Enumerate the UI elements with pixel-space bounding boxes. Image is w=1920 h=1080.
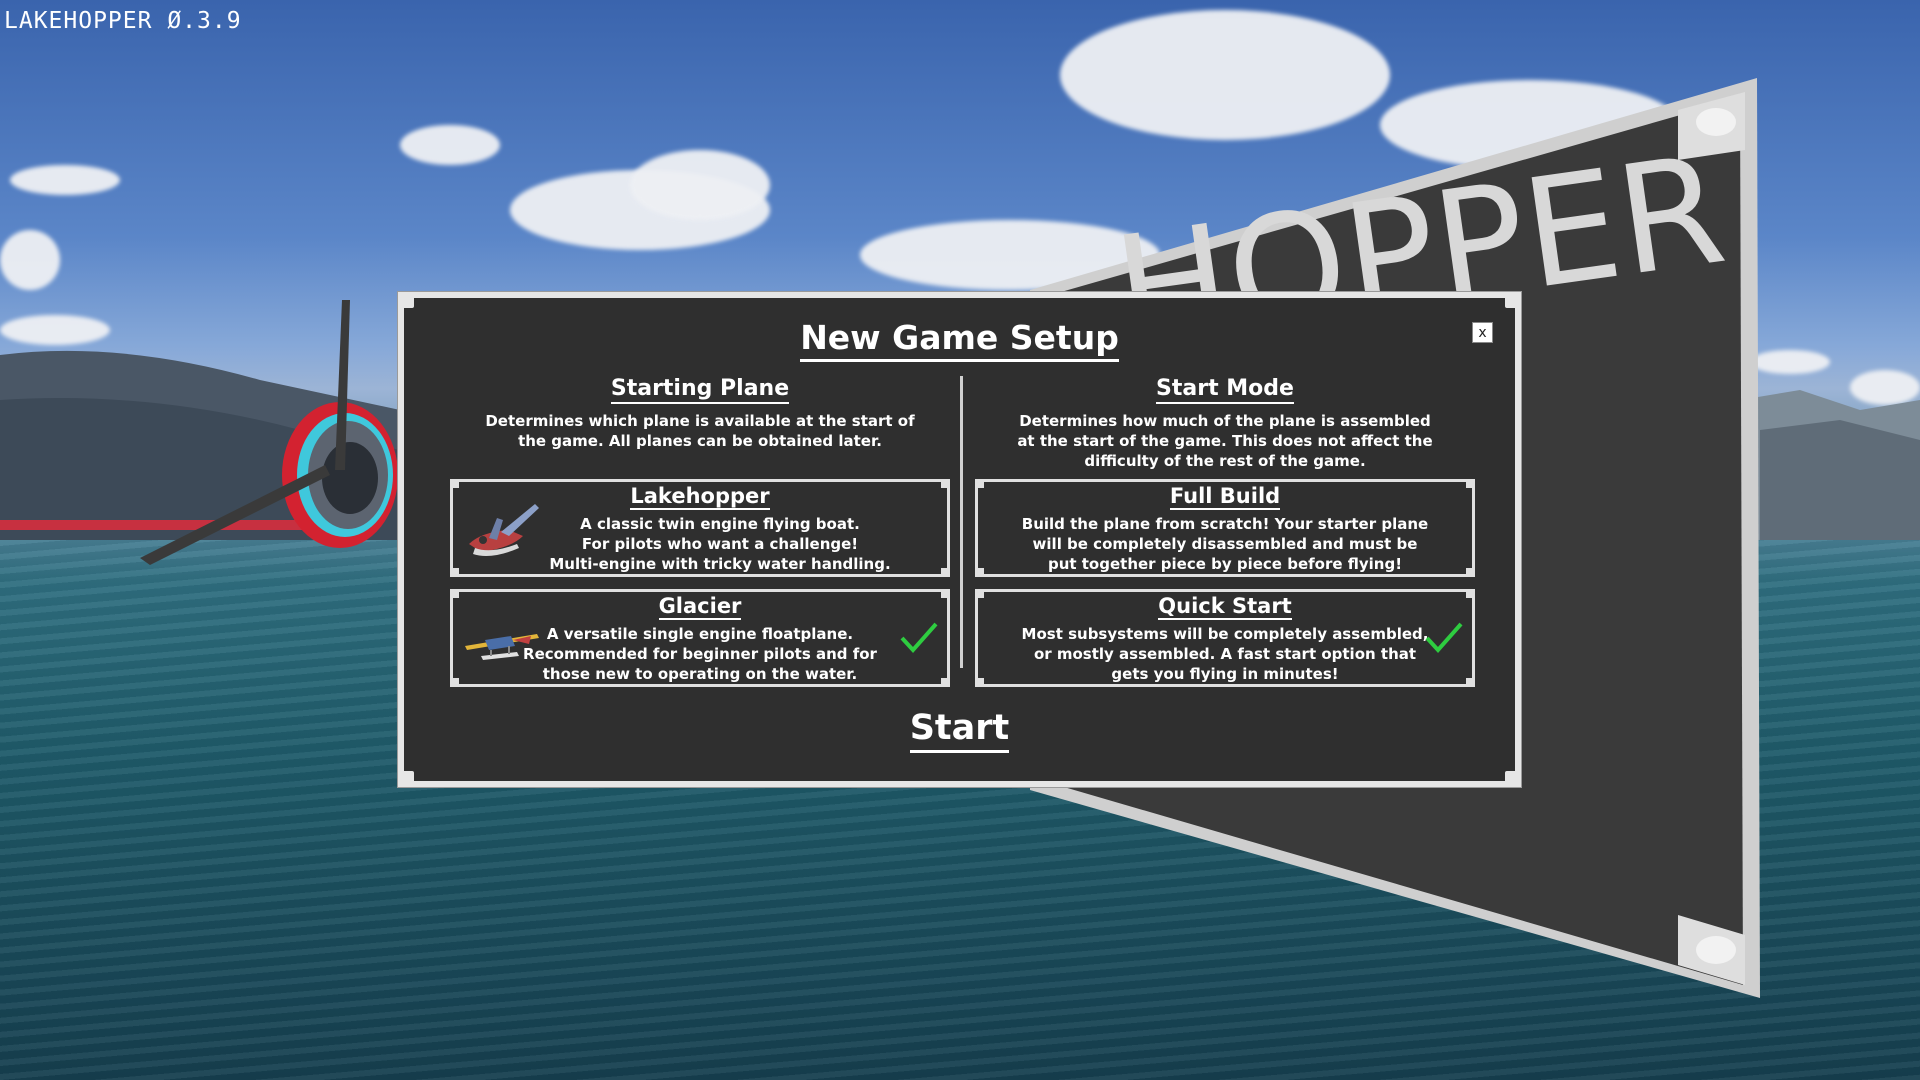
option-corner xyxy=(450,589,459,598)
starting-plane-title-text: Starting Plane xyxy=(610,376,790,404)
option-description: Most subsystems will be completely assem… xyxy=(1021,625,1429,683)
option-corner xyxy=(1466,589,1475,598)
option-corner xyxy=(1466,678,1475,687)
cloud xyxy=(400,125,500,165)
option-description: A versatile single engine floatplane. Re… xyxy=(523,625,877,683)
option-corner xyxy=(450,479,459,488)
option-corner xyxy=(941,589,950,598)
propeller xyxy=(140,300,398,565)
option-name-text: Full Build xyxy=(1169,484,1281,510)
option-corner xyxy=(450,678,459,687)
option-corner xyxy=(975,678,984,687)
cloud xyxy=(1060,10,1390,140)
option-name: Quick Start xyxy=(978,594,1472,620)
close-button[interactable]: x xyxy=(1472,322,1493,343)
starting-plane-section: Starting Plane Determines which plane is… xyxy=(450,376,950,451)
start-button[interactable]: Start xyxy=(404,708,1515,753)
version-label: LAKEHOPPER Ø.3.9 xyxy=(4,8,242,34)
option-name: Glacier xyxy=(453,594,947,620)
start-mode-description: Determines how much of the plane is asse… xyxy=(1017,412,1433,470)
option-corner xyxy=(975,479,984,488)
starting-plane-title: Starting Plane xyxy=(450,376,950,404)
option-corner xyxy=(941,479,950,488)
option-description: Build the plane from scratch! Your start… xyxy=(1021,515,1429,573)
dialog-title-text: New Game Setup xyxy=(800,318,1119,362)
option-quick-start[interactable]: Quick Start Most subsystems will be comp… xyxy=(975,589,1475,687)
dialog-corner xyxy=(1505,771,1519,785)
option-corner xyxy=(1466,568,1475,577)
cloud xyxy=(1750,350,1830,374)
check-icon xyxy=(900,622,938,653)
dialog-title: New Game Setup xyxy=(404,318,1515,362)
option-glacier[interactable]: Glacier A versatile single engine floatp… xyxy=(450,589,950,687)
start-button-label: Start xyxy=(909,708,1010,753)
start-mode-title-text: Start Mode xyxy=(1156,376,1294,404)
option-name-text: Glacier xyxy=(658,594,742,620)
cloud xyxy=(0,315,110,345)
option-name-text: Lakehopper xyxy=(630,484,770,510)
cloud xyxy=(630,150,770,220)
dialog-corner xyxy=(400,771,414,785)
cloud xyxy=(0,230,60,290)
option-description: A classic twin engine flying boat. For p… xyxy=(549,515,891,573)
option-name: Lakehopper xyxy=(453,484,947,510)
dialog-corner xyxy=(1505,294,1519,308)
glacier-plane-icon xyxy=(465,634,539,660)
new-game-setup-dialog: New Game Setup x Starting Plane Determin… xyxy=(397,291,1522,788)
option-name-text: Quick Start xyxy=(1158,594,1292,620)
red-stripe xyxy=(0,520,330,530)
check-icon xyxy=(1425,622,1463,653)
cloud xyxy=(1850,370,1920,405)
starting-plane-description: Determines which plane is available at t… xyxy=(485,412,915,450)
option-lakehopper[interactable]: Lakehopper A classic twin engine flying … xyxy=(450,479,950,577)
option-corner xyxy=(1466,479,1475,488)
lakehopper-plane-icon xyxy=(469,504,539,556)
start-mode-title: Start Mode xyxy=(975,376,1475,404)
start-mode-section: Start Mode Determines how much of the pl… xyxy=(975,376,1475,471)
option-corner xyxy=(941,568,950,577)
option-full-build[interactable]: Full Build Build the plane from scratch!… xyxy=(975,479,1475,577)
cloud xyxy=(10,165,120,195)
option-corner xyxy=(941,678,950,687)
dialog-corner xyxy=(400,294,414,308)
option-name: Full Build xyxy=(978,484,1472,510)
option-corner xyxy=(975,589,984,598)
column-divider xyxy=(960,376,963,668)
option-corner xyxy=(975,568,984,577)
option-corner xyxy=(450,568,459,577)
